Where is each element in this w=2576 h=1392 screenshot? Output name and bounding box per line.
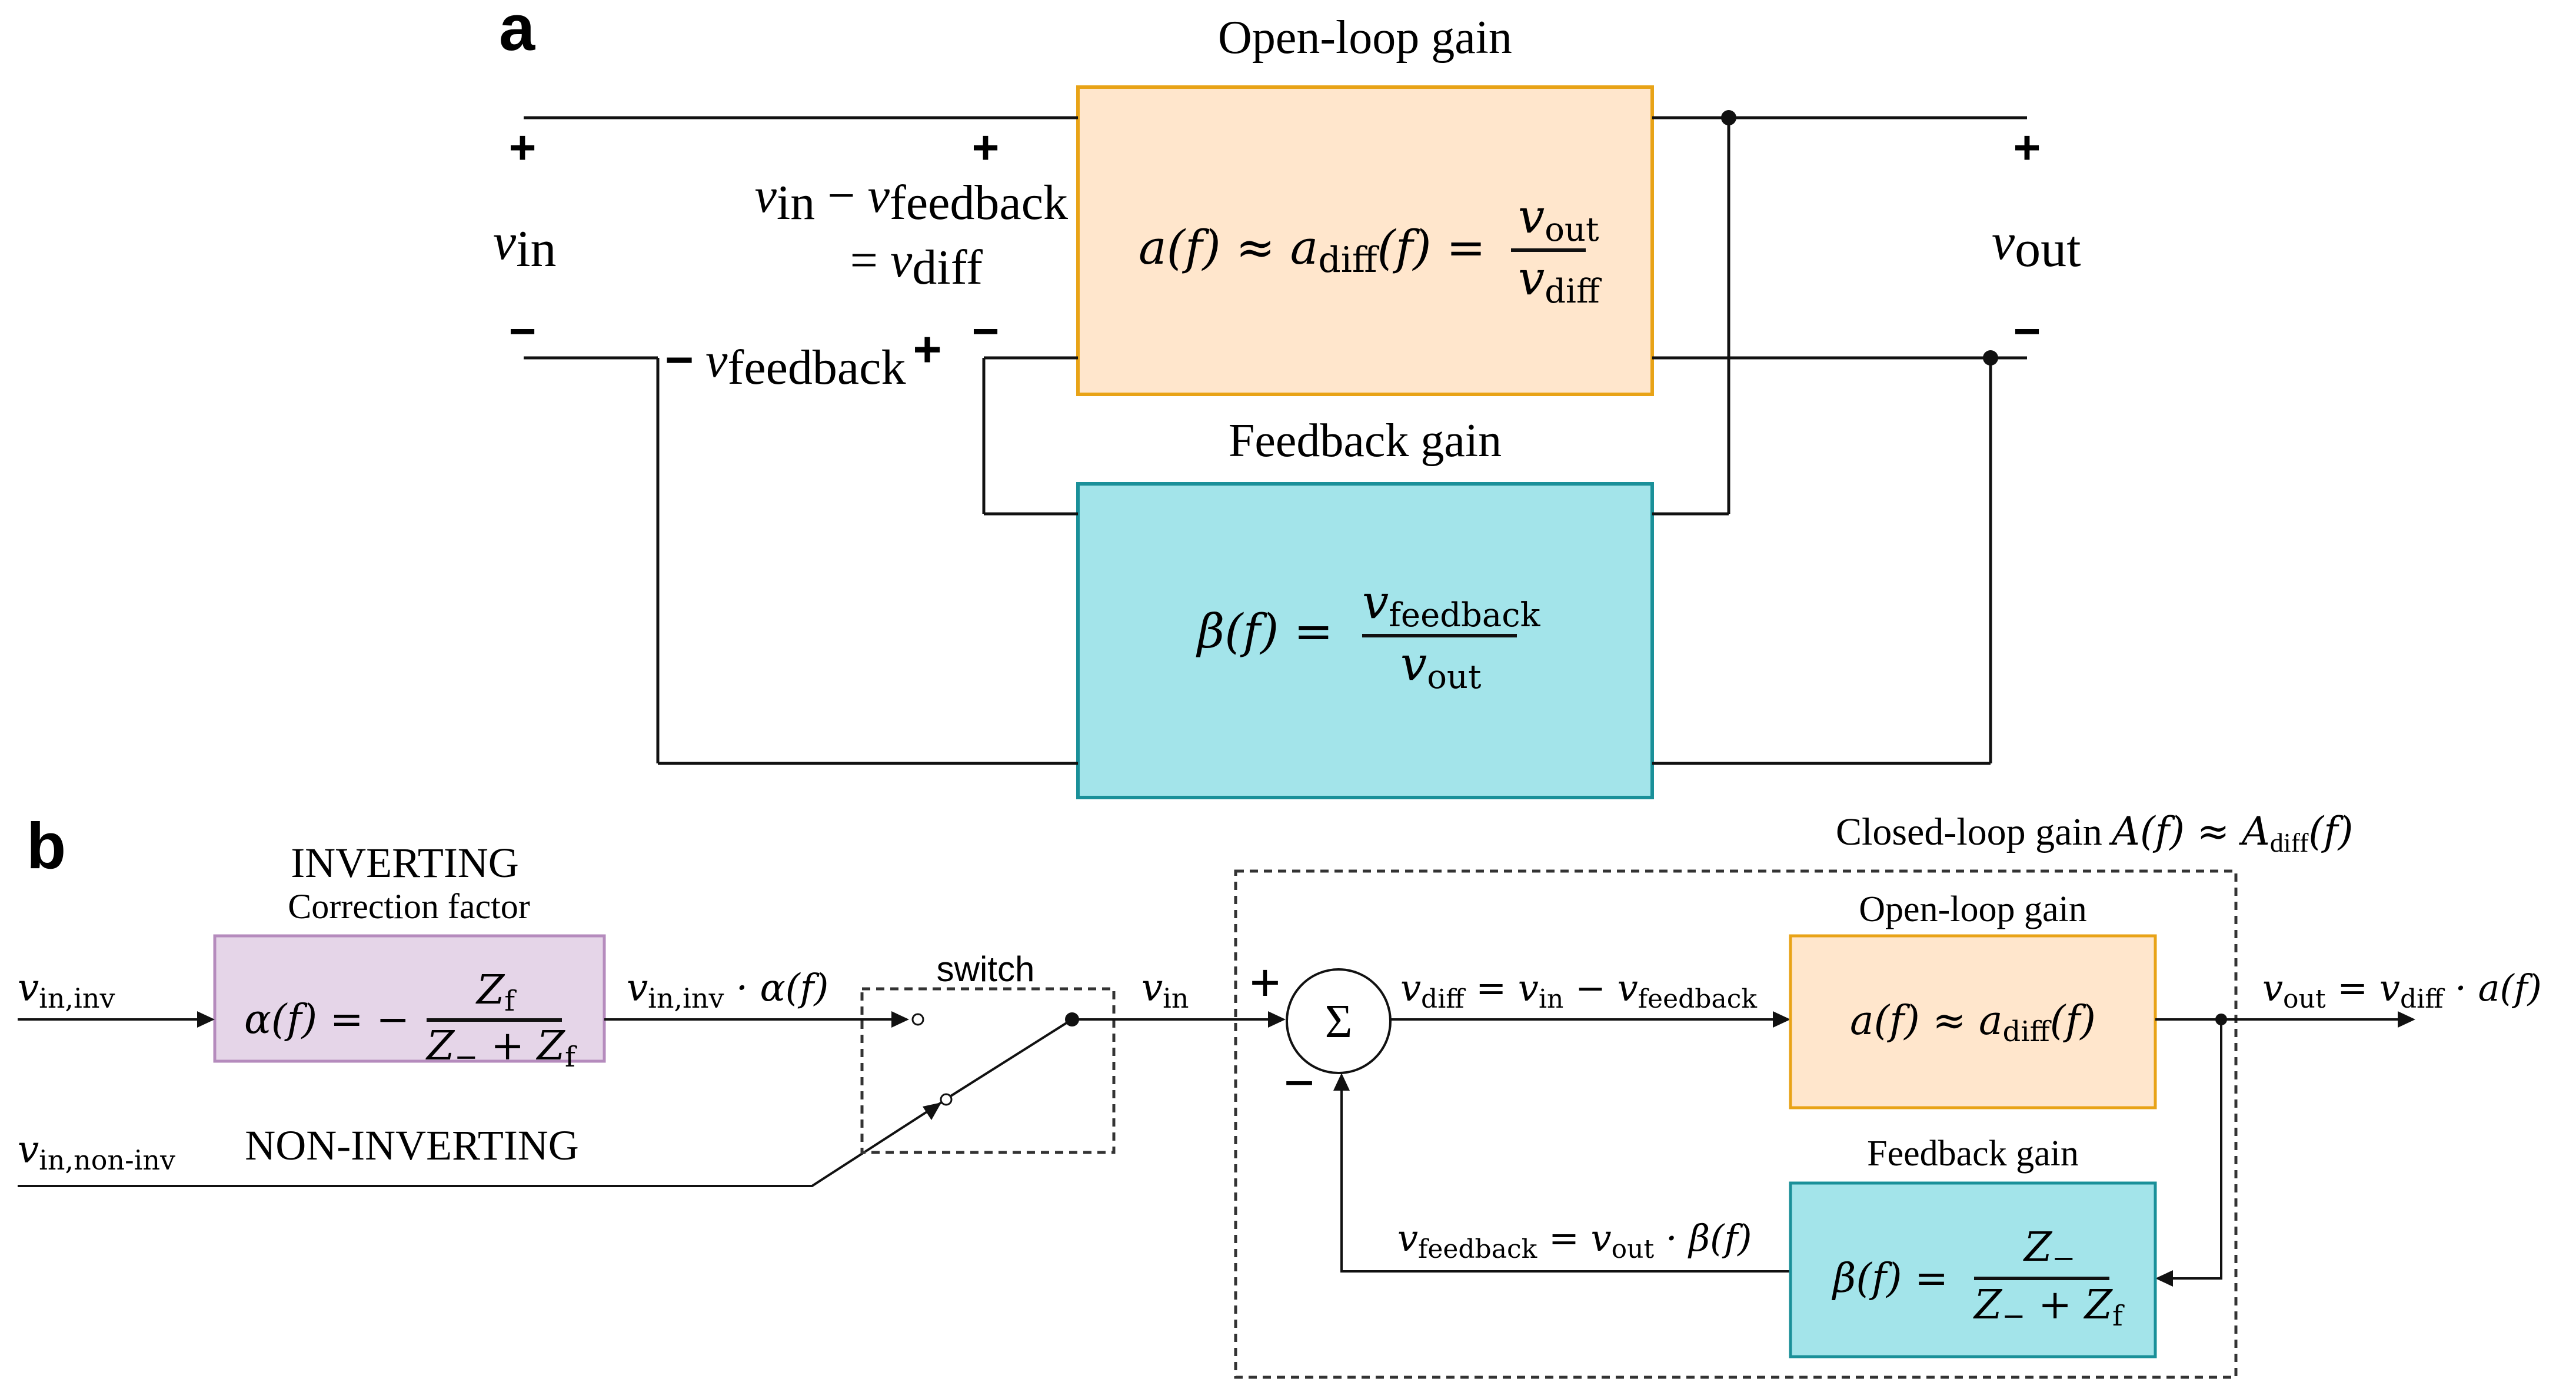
sum-minus-sign: − [1284, 1054, 1315, 1112]
svg-text:Z− + Zf: Z− + Zf [425, 1023, 577, 1074]
svg-text:α(f) = −: α(f) = − [244, 996, 410, 1043]
switch-box [860, 987, 1116, 1154]
vin-plus-sign: + [509, 121, 537, 174]
panel-a-feedback-title: Feedback gain [1229, 415, 1502, 467]
vin-inv-label: vin,inv [18, 966, 115, 1014]
svg-text:Z−: Z− [2023, 1224, 2075, 1275]
wire-vfeedback [1340, 1082, 1790, 1273]
vfeedback-polarity-label: −vfeedback+ [665, 321, 942, 395]
vdiff-expression-line1: vin − vfeedback [755, 168, 1068, 230]
junction-node-top [1721, 110, 1736, 125]
arrowhead-icon [2155, 1270, 2173, 1287]
switch-contact-inverting[interactable] [911, 1013, 924, 1026]
arrowhead-icon [891, 1011, 909, 1028]
vdiff-plus-sign: + [972, 121, 1000, 174]
panel-b-open-loop-block [1789, 934, 2157, 1109]
svg-text:vdiff: vdiff [1518, 251, 1602, 311]
vout-plus-sign: + [2013, 121, 2041, 174]
non-inverting-title: NON-INVERTING [245, 1122, 579, 1169]
svg-text:Zf: Zf [475, 967, 517, 1018]
panel-a-open-loop-title: Open-loop gain [1218, 12, 1512, 64]
svg-text:β(f) =: β(f) = [1196, 604, 1333, 659]
panel-a-vin-label: vin [493, 214, 557, 278]
panel-a-open-loop-block [1076, 85, 1654, 396]
vout-equation-label: vout = vdiff · a(f) [2262, 966, 2542, 1014]
arrowhead-icon [1773, 1011, 1790, 1028]
vin-inv-alpha-label: vin,inv · α(f) [627, 966, 828, 1014]
vdiff-minus-sign: − [972, 305, 1000, 357]
arrowhead-icon [197, 1011, 215, 1028]
vout-minus-sign: − [2013, 305, 2041, 357]
panel-b-feedback-block [1789, 1181, 2157, 1358]
panel-a-feedback-block [1076, 482, 1654, 799]
panel-b-label: b [26, 810, 66, 882]
vdiff-equation-label: vdiff = vin − vfeedback [1400, 966, 1757, 1014]
correction-factor-title: Correction factor [288, 887, 530, 926]
svg-text:vout: vout [1518, 189, 1599, 249]
sigma-icon: Σ [1325, 996, 1353, 1048]
vfeedback-equation-label: vfeedback = vout · β(f) [1397, 1217, 1752, 1264]
inverting-title: INVERTING [291, 839, 519, 886]
vin-noninv-label: vin,non-inv [18, 1128, 175, 1176]
panel-a-wires [524, 110, 2027, 765]
correction-factor-block [213, 934, 606, 1063]
panel-b-open-loop-title: Open-loop gain [1859, 889, 2086, 929]
panel-b-open-loop-formula: a(f) ≈ adiff(f) [1850, 998, 2096, 1048]
panel-a-open-loop-formula: a(f) ≈ adiff(f) = vout vdiff [1139, 189, 1602, 311]
arrowhead-icon [1268, 1011, 1286, 1028]
correction-factor-formula: α(f) = − Zf Z− + Zf [244, 967, 577, 1074]
panel-b-vin-label: vin [1141, 966, 1189, 1014]
arrowhead-icon [2398, 1011, 2415, 1028]
svg-text:a(f) ≈ adiff(f) =: a(f) ≈ adiff(f) = [1139, 220, 1486, 281]
panel-a-label: a [499, 0, 535, 64]
svg-text:Z− + Zf: Z− + Zf [1973, 1282, 2125, 1333]
svg-text:β(f) =: β(f) = [1831, 1255, 1948, 1302]
arrowhead-icon [923, 1102, 941, 1120]
vdiff-expression-line2: = vdiff [850, 233, 983, 295]
switch-lever[interactable] [950, 1018, 1073, 1097]
closed-loop-title: Closed-loop gain A(f) ≈ Adiff(f) [1836, 809, 2353, 858]
arrowhead-icon [1333, 1073, 1350, 1091]
summing-junction [1286, 968, 1392, 1074]
switch-contact-noninverting[interactable] [940, 1093, 953, 1106]
panel-b-feedback-formula: β(f) = Z− Z− + Zf [1831, 1224, 2125, 1333]
vin-minus-sign: − [509, 305, 537, 357]
panel-a-feedback-formula: β(f) = vfeedback vout [1196, 574, 1541, 696]
svg-text:vout: vout [1400, 636, 1482, 696]
panel-b-feedback-title: Feedback gain [1867, 1134, 2079, 1174]
svg-text:vfeedback: vfeedback [1362, 574, 1541, 634]
junction-node-bottom [1983, 350, 1998, 366]
sum-plus-sign: + [1250, 954, 1281, 1012]
closed-loop-box [1234, 869, 2238, 1379]
panel-a-vout-label: vout [1992, 214, 2081, 278]
switch-label: switch [937, 949, 1035, 989]
wire-feedback-return [2164, 1019, 2222, 1280]
wire-noninverting-input [18, 1101, 943, 1187]
